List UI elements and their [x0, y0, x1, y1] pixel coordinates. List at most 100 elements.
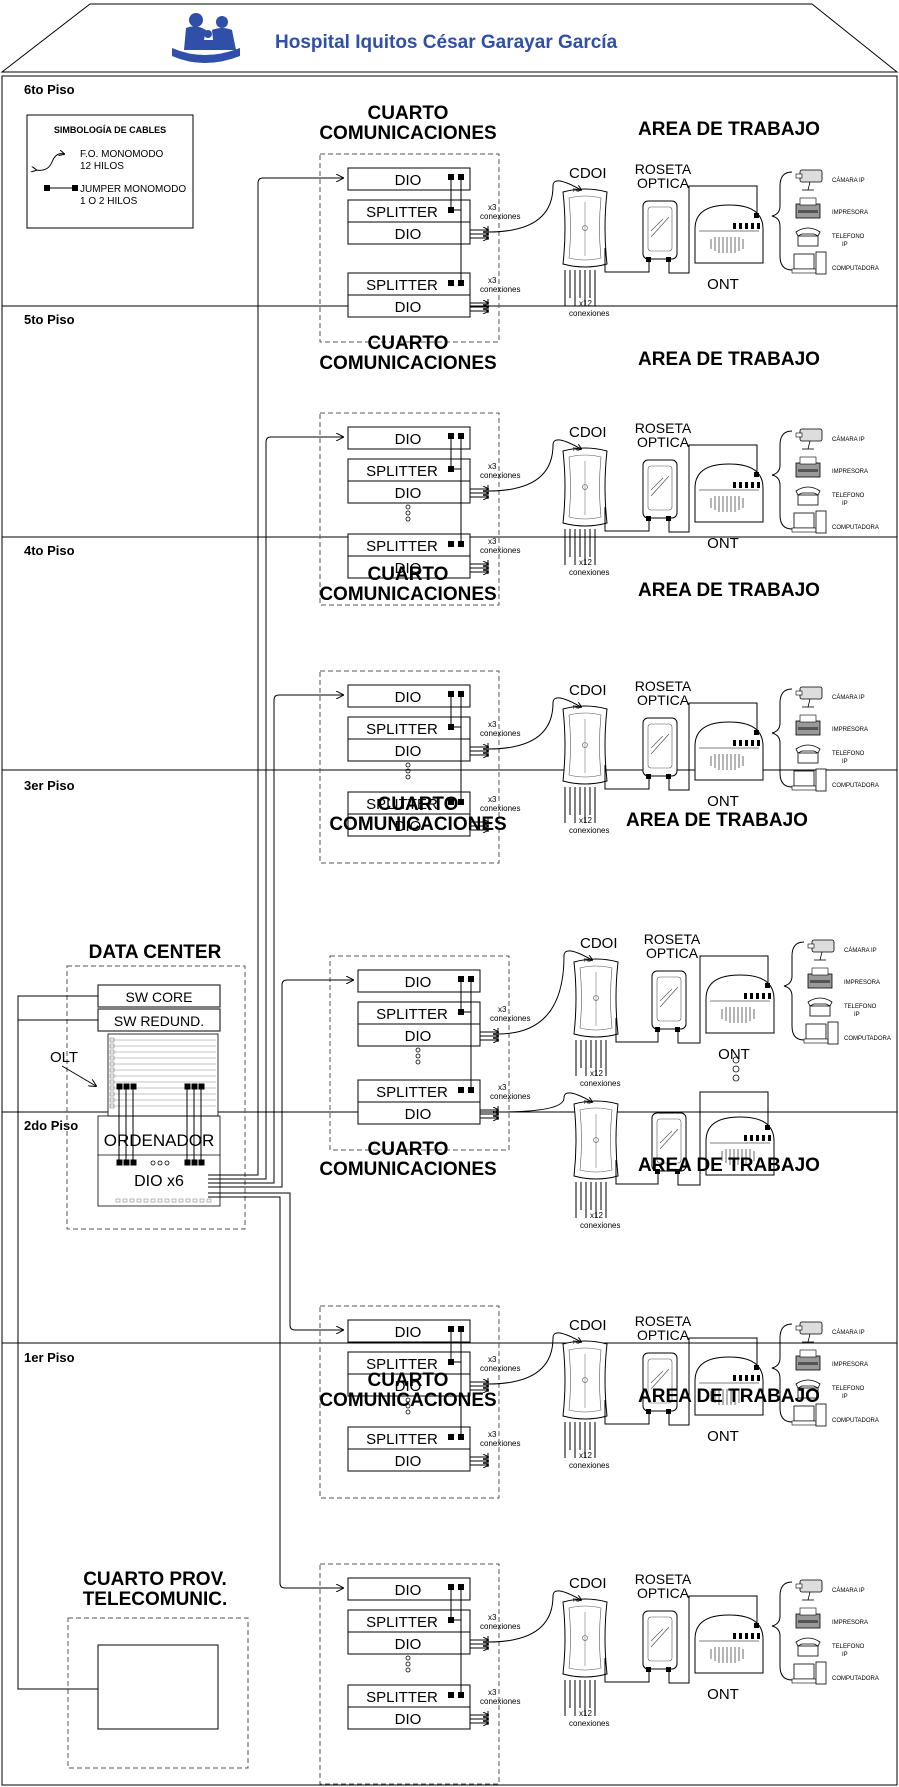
splitter-label: SPLITTER [366, 463, 438, 480]
comm-room-enclosure [319, 670, 500, 864]
ont-label: ONT [718, 1046, 750, 1063]
work-area-devices [771, 1579, 827, 1685]
floor-label-6: 6to Piso [24, 82, 75, 97]
phone-ip-label-line2: IP [842, 759, 848, 765]
printer-label: IMPRESORA [832, 469, 868, 475]
data-center: DATA CENTER SW CORE SW REDUND. OLT ORDEN… [50, 942, 246, 1230]
dio-label: DIO [395, 431, 422, 448]
dio-box [357, 1023, 481, 1047]
computer-label: COMPUTADORA [832, 1418, 879, 1424]
splitter-label: SPLITTER [366, 1614, 438, 1631]
comm-room-enclosure [319, 153, 500, 343]
dio-box [347, 167, 471, 191]
comm-room-title-line2: COMUNICACIONES [319, 353, 496, 374]
cable-legend: SIMBOLOGÍA DE CABLES F.O. MONOMODO 12 HI… [26, 114, 194, 229]
dio-box [357, 1101, 481, 1125]
comm-room-title-line2: COMUNICACIONES [319, 123, 496, 144]
dio-label: DIO [405, 1106, 432, 1123]
conexiones-label: conexiones [480, 804, 520, 813]
conexiones-label: conexiones [580, 1079, 620, 1088]
camera-ip-label: CÁMARA IP [832, 694, 865, 701]
conexiones-label: conexiones [580, 1221, 620, 1230]
ont-label: ONT [707, 793, 739, 810]
dio-box [347, 1319, 471, 1343]
optical-rosette-icon [642, 200, 678, 260]
cdoi-box-icon [562, 447, 608, 566]
camera-ip-label: CÁMARA IP [832, 1329, 865, 1336]
comm-room-title-line1: CUARTO [368, 1139, 449, 1160]
roseta-label-line2: OPTICA [646, 945, 699, 961]
splitter-label: SPLITTER [366, 721, 438, 738]
dio-box [347, 480, 471, 504]
optical-rosette-icon [642, 1610, 678, 1670]
dio-label: DIO [395, 560, 422, 577]
ont-icon [694, 463, 764, 523]
roseta-label-line1: ROSETA [635, 678, 692, 694]
jumper-cable-icon [44, 185, 78, 191]
phone-ip-label-line2: IP [842, 1652, 848, 1658]
comm-room-title-line2: COMUNICACIONES [319, 1390, 496, 1411]
work-area-title: AREA DE TRABAJO [626, 810, 808, 831]
floor-grid [1, 75, 898, 1786]
work-area-devices [783, 939, 839, 1045]
olt-rack [107, 1033, 219, 1117]
dio-label: DIO [395, 226, 422, 243]
dio-box [347, 294, 471, 318]
x12-label: x12 [579, 1709, 592, 1718]
computer-label: COMPUTADORA [844, 1036, 891, 1042]
phone-ip-label-line1: TELEFONO [832, 1386, 865, 1392]
provider-room: CUARTO PROV. TELECOMUNIC. [67, 1569, 249, 1769]
cdoi-box-icon [562, 1598, 608, 1717]
cdoi-label: CDOI [569, 165, 607, 182]
dio-box [347, 221, 471, 245]
splitter-label: SPLITTER [376, 1084, 448, 1101]
conexiones-label: conexiones [569, 309, 609, 318]
roseta-label-line1: ROSETA [635, 1571, 692, 1587]
legend-fo-line1: F.O. MONOMODO [80, 149, 164, 160]
roseta-label-line2: OPTICA [637, 1327, 690, 1343]
dio-label: DIO [395, 172, 422, 189]
datacenter-title: DATA CENTER [89, 942, 222, 963]
x3-label: x3 [498, 1083, 507, 1092]
computer-label: COMPUTADORA [832, 1676, 879, 1682]
work-area-title: AREA DE TRABAJO [638, 1386, 820, 1407]
dio-box [357, 969, 481, 993]
x12-label: x12 [590, 1211, 603, 1220]
roseta-label-line2: OPTICA [637, 434, 690, 450]
floor-label-2: 2do Piso [24, 1118, 78, 1133]
roseta-label-line1: ROSETA [635, 161, 692, 177]
olt-label: OLT [50, 1049, 78, 1066]
dio-box [347, 738, 471, 762]
backbone-cables [17, 178, 353, 1690]
work-area-title: AREA DE TRABAJO [638, 1155, 820, 1176]
cdoi-box-icon [573, 958, 619, 1077]
dio-label: DIO [395, 818, 422, 835]
ont-icon [694, 1614, 764, 1674]
x3-label: x3 [488, 1613, 497, 1622]
printer-label: IMPRESORA [832, 1362, 868, 1368]
conexiones-label: conexiones [569, 1461, 609, 1470]
computer-label: COMPUTADORA [832, 266, 879, 272]
ont-label: ONT [707, 276, 739, 293]
conexiones-label: conexiones [480, 471, 520, 480]
x3-label: x3 [488, 1688, 497, 1697]
conexiones-label: conexiones [480, 729, 520, 738]
x3-label: x3 [488, 203, 497, 212]
computer-label: COMPUTADORA [832, 525, 879, 531]
cdoi-label: CDOI [569, 1317, 607, 1334]
x12-label: x12 [579, 816, 592, 825]
dio-label: DIO [395, 299, 422, 316]
work-area-title: AREA DE TRABAJO [638, 349, 820, 370]
floor-label-4: 4to Piso [24, 543, 75, 558]
provider-title-line2: TELECOMUNIC. [83, 1589, 228, 1610]
dio-label: DIO [395, 689, 422, 706]
phone-ip-label-line1: TELEFONO [844, 1004, 877, 1010]
dio-label: DIO [395, 1378, 422, 1395]
printer-label: IMPRESORA [832, 727, 868, 733]
conexiones-label: conexiones [480, 1439, 520, 1448]
splitter-label: SPLITTER [376, 1006, 448, 1023]
dio-box [347, 1706, 471, 1730]
roseta-label-line2: OPTICA [637, 175, 690, 191]
comm-room-title-line1: CUARTO [368, 1370, 449, 1391]
